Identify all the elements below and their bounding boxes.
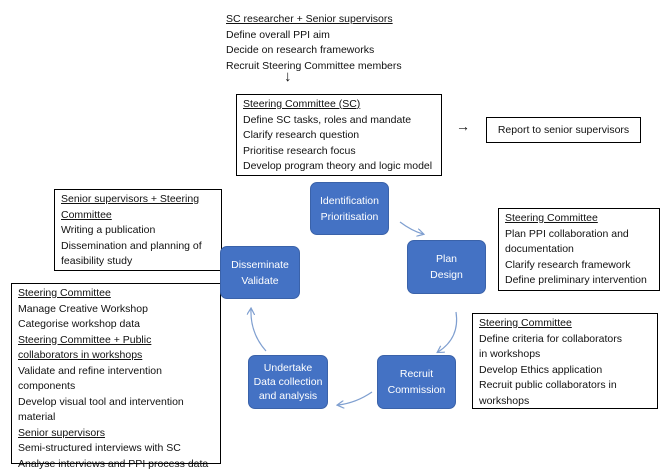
node-undertake-label: Undertake [263,362,313,374]
left-top-heading: Senior supervisors + Steering [61,193,200,205]
top-block-heading: SC researcher + Senior supervisors [226,13,393,25]
left-bottom-line: Validate and refine intervention [18,364,162,377]
sc-box-line: Clarify research question [243,129,360,141]
left-top-heading: Committee [61,208,112,221]
down-arrow: ↓ [284,68,292,85]
node-disseminate-label: Validate [241,274,279,287]
node-recruit: Recruit Commission [377,355,456,409]
right-bottom-line: Develop Ethics application [479,363,603,376]
left-bottom-line: Analyse interviews and PPI process data [18,457,209,470]
node-undertake: Undertake Data collection and analysis [248,355,328,409]
right-bottom-box: Steering Committee Define criteria for c… [472,313,658,409]
left-bottom-line: Semi-structured interviews with SC [18,442,181,454]
left-top-line: Writing a publication [61,224,156,236]
top-block-line: Define overall PPI aim [226,28,330,41]
right-top-line: documentation [505,243,574,255]
top-block-line: Recruit Steering Committee members [226,59,402,72]
node-disseminate-label: Disseminate [231,258,289,271]
node-recruit-label: Commission [387,384,446,396]
top-block: SC researcher + Senior supervisors Defin… [226,12,402,74]
arrow-plan-to-recruit [438,311,458,352]
left-bottom-line: components [18,380,76,392]
right-bottom-line: Define criteria for collaborators [479,332,622,345]
node-identification: Identification Prioritisation [310,182,389,235]
arrow-identification-to-plan [399,221,423,234]
arrow-recruit-to-undertake [338,391,373,405]
report-arrow: → [456,118,470,134]
right-top-line: Define preliminary intervention [505,274,647,286]
node-plan: Plan Design [407,240,486,294]
node-identification-label: Identification [320,194,379,207]
left-bottom-line: material [18,411,56,423]
node-plan-label: Plan [435,253,457,265]
right-top-line: Plan PPI collaboration and [505,227,629,240]
node-plan-label: Design [430,269,463,281]
left-bottom-heading: Steering Committee [18,287,111,299]
node-identification-label: Prioritisation [320,210,379,223]
sc-box: Steering Committee (SC) Define SC tasks,… [236,94,442,176]
left-bottom-line: Categorise workshop data [18,318,140,330]
left-bottom-line: Develop visual tool and intervention [18,395,184,408]
sc-box-line: Define SC tasks, roles and mandate [243,113,412,126]
right-top-heading: Steering Committee [505,212,598,224]
sc-box-heading: Steering Committee (SC) [243,98,361,110]
left-bottom-line: Manage Creative Workshop [18,302,148,315]
node-undertake-label: Data collection [253,376,323,388]
top-block-line: Decide on research frameworks [226,44,375,56]
right-top-line: Clarify research framework [505,258,631,271]
sc-box-line: Prioritise research focus [243,144,356,157]
right-bottom-line: in workshops [479,348,541,360]
report-label: Report to senior supervisors [497,124,630,136]
left-top-box: Senior supervisors + Steering Committee … [54,189,222,271]
left-bottom-heading: Senior supervisors [18,426,105,439]
sc-box-line: Develop program theory and logic model [243,160,433,172]
node-undertake-label: and analysis [258,390,318,402]
right-bottom-line: Recruit public collaborators in [479,379,617,391]
arrow-undertake-to-disseminate [251,309,267,352]
node-recruit-label: Recruit [399,368,434,380]
left-top-line: Dissemination and planning of [61,239,202,252]
node-disseminate: Disseminate Validate [220,246,300,299]
left-bottom-heading: collaborators in workshops [18,349,143,361]
left-bottom-box: Steering Committee Manage Creative Works… [11,283,221,470]
report-box: Report to senior supervisors [486,117,641,143]
right-bottom-heading: Steering Committee [479,317,572,329]
left-bottom-heading: Steering Committee + Public [18,333,152,346]
right-bottom-line: workshops [479,394,530,407]
left-top-line: feasibility study [61,255,133,267]
right-top-box: Steering Committee Plan PPI collaboratio… [498,208,660,291]
